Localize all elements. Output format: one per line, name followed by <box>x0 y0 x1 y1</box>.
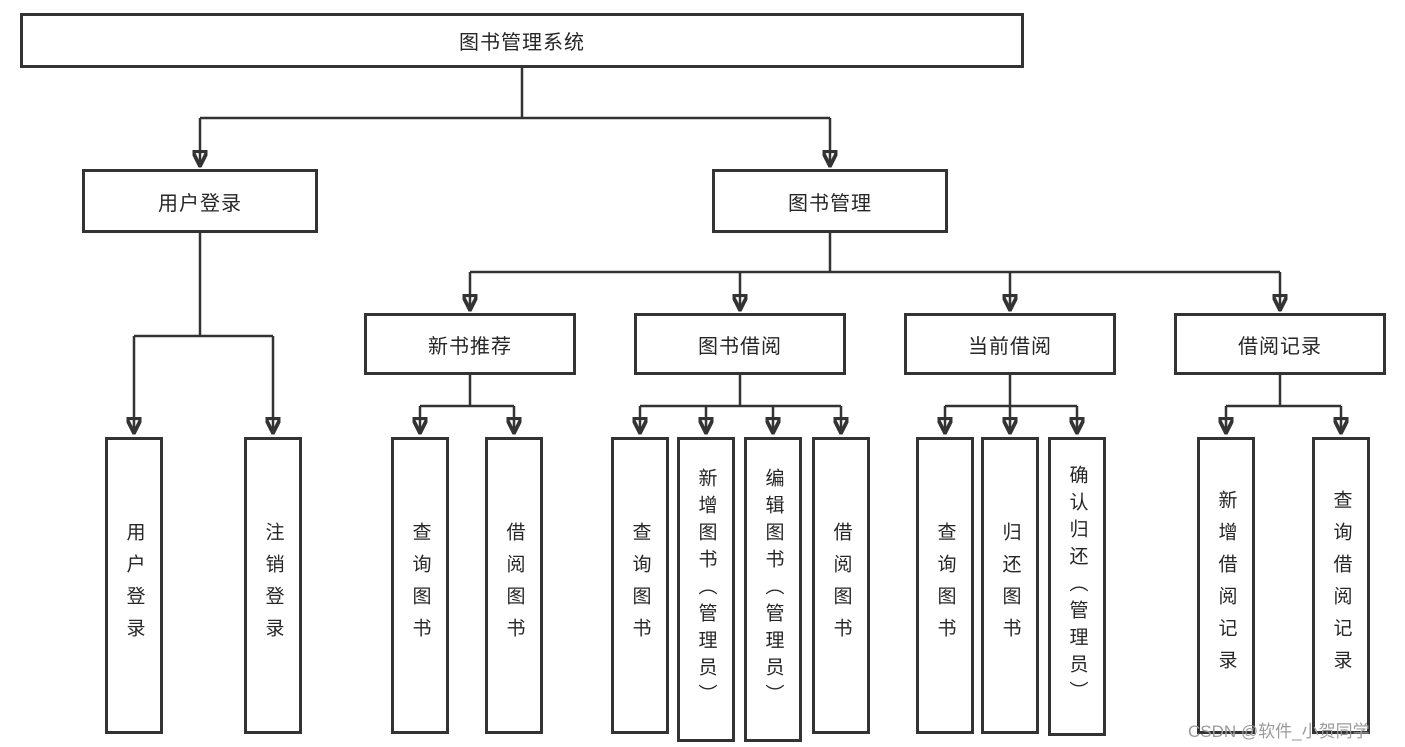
leaf-add-book-admin: 新增图书（管理员） <box>677 437 735 742</box>
edge-root-rail <box>200 68 830 120</box>
leaf-confirm-return-admin: 确认归还（管理员） <box>1048 437 1106 736</box>
leaf-query-books-current-label: 查询图书 <box>934 521 956 650</box>
node-book-borrow: 图书借阅 <box>634 313 846 375</box>
leaf-borrow-books-recommend: 借阅图书 <box>485 437 543 734</box>
watermark: CSDN @软件_小贺同学 <box>1188 722 1370 741</box>
leaf-query-books-borrow: 查询图书 <box>611 437 669 734</box>
leaf-query-books-borrow-label: 查询图书 <box>629 521 651 650</box>
node-borrow-records: 借阅记录 <box>1174 313 1386 375</box>
leaf-add-borrow-record: 新增借阅记录 <box>1197 437 1255 734</box>
edge-book-management-rail <box>470 233 1280 274</box>
leaf-query-borrow-record: 查询借阅记录 <box>1312 437 1370 734</box>
leaf-query-borrow-record-label: 查询借阅记录 <box>1330 489 1352 682</box>
leaf-borrow-books: 借阅图书 <box>812 437 870 734</box>
leaf-query-books-current: 查询图书 <box>916 437 974 734</box>
leaf-borrow-books-recommend-label: 借阅图书 <box>503 521 525 650</box>
leaf-edit-book-admin-label: 编辑图书（管理员） <box>762 468 784 711</box>
leaf-user-login: 用户登录 <box>105 437 163 734</box>
edge-book-borrow-rail <box>640 375 841 408</box>
leaf-add-book-admin-label: 新增图书（管理员） <box>695 468 717 711</box>
leaf-query-books-recommend-label: 查询图书 <box>409 521 431 650</box>
leaf-return-book-label: 归还图书 <box>999 521 1021 650</box>
leaf-edit-book-admin: 编辑图书（管理员） <box>744 437 802 742</box>
node-current-borrow: 当前借阅 <box>904 313 1116 375</box>
leaf-add-borrow-record-label: 新增借阅记录 <box>1215 489 1237 682</box>
node-book-management: 图书管理 <box>712 169 948 233</box>
leaf-query-books-recommend: 查询图书 <box>391 437 449 734</box>
leaf-user-login-label: 用户登录 <box>123 521 145 650</box>
node-user-login: 用户登录 <box>82 169 318 233</box>
leaf-confirm-return-admin-label: 确认归还（管理员） <box>1066 465 1088 708</box>
node-new-book-recommend: 新书推荐 <box>364 313 576 375</box>
edge-new-book-rail <box>420 375 514 408</box>
edge-current-borrow-rail <box>945 375 1077 408</box>
leaf-logout-label: 注销登录 <box>262 521 284 650</box>
node-library-management-system: 图书管理系统 <box>20 13 1024 68</box>
edge-borrow-records-rail <box>1226 375 1341 408</box>
leaf-return-book: 归还图书 <box>981 437 1039 734</box>
leaf-borrow-books-label: 借阅图书 <box>830 521 852 650</box>
leaf-logout: 注销登录 <box>244 437 302 734</box>
edge-user-login-rail <box>134 233 273 338</box>
